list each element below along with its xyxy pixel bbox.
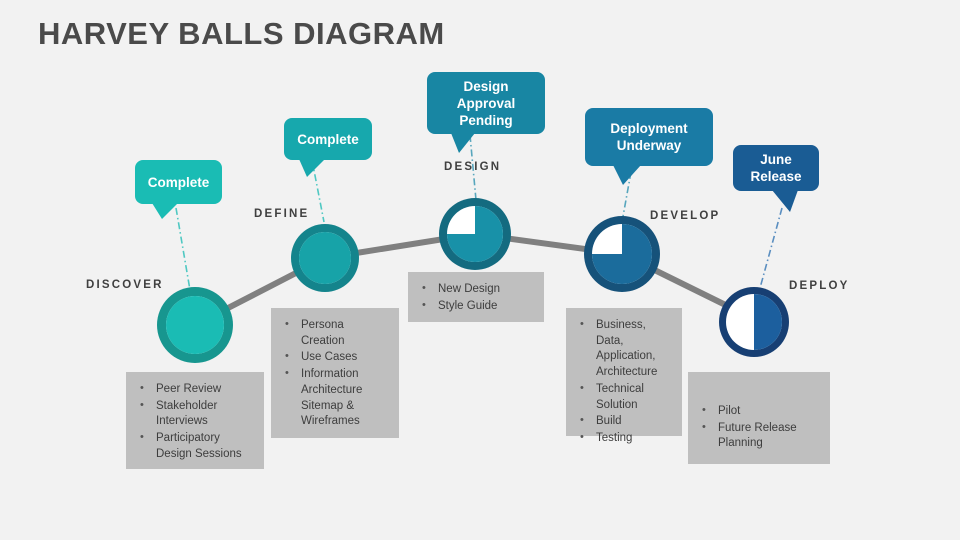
ball-fill-design: [447, 206, 503, 262]
stage-label-develop: DEVELOP: [650, 210, 721, 222]
page-title: HARVEY BALLS DIAGRAM: [38, 16, 445, 51]
callout-discover-label: Complete: [147, 174, 210, 190]
list-item: Use Cases: [279, 349, 389, 366]
stage-label-discover: DISCOVER: [86, 279, 164, 291]
list-item: Business, Data, Application, Architectur…: [574, 317, 672, 381]
callout-deploy-label: June Release: [750, 152, 802, 184]
ball-fill-develop: [592, 224, 652, 284]
list-item: Participatory Design Sessions: [134, 430, 254, 462]
leader-line-deploy: [759, 207, 783, 289]
harvey-ball-define[interactable]: [289, 222, 361, 294]
detail-box-deploy: Pilot Future Release Planning: [688, 372, 830, 464]
callout-define-tail: [299, 159, 325, 177]
callout-define[interactable]: Complete: [284, 118, 372, 160]
callout-develop-tail: [613, 165, 641, 185]
detail-list-design: New Design Style Guide: [416, 281, 534, 315]
ball-fill-discover: [166, 296, 224, 354]
callout-deploy[interactable]: June Release: [733, 145, 819, 191]
list-item: New Design: [416, 281, 534, 298]
stage-label-deploy: DEPLOY: [789, 280, 850, 292]
callout-define-label: Complete: [297, 131, 359, 147]
list-item: Pilot: [696, 403, 820, 420]
harvey-ball-discover[interactable]: [155, 285, 235, 365]
list-item: Information Architecture Sitemap & Wiref…: [279, 366, 389, 430]
harvey-ball-deploy[interactable]: [717, 285, 791, 359]
detail-box-develop: Business, Data, Application, Architectur…: [566, 308, 682, 445]
detail-list-discover: Peer Review Stakeholder Interviews Parti…: [134, 381, 254, 463]
list-item: Peer Review: [134, 381, 254, 398]
callout-develop[interactable]: Deployment Underway: [585, 108, 713, 166]
callout-design[interactable]: Design Approval Pending: [427, 72, 545, 134]
ball-fill-define: [299, 232, 351, 284]
stage-label-define: DEFINE: [254, 208, 310, 220]
callout-discover-tail: [152, 203, 178, 219]
harvey-ball-develop[interactable]: [582, 214, 662, 294]
list-item: Testing: [574, 430, 672, 447]
list-item: Future Release Planning: [696, 420, 820, 452]
callout-design-tail: [451, 133, 475, 153]
ball-fill-deploy: [754, 294, 782, 350]
detail-box-define: Persona Creation Use Cases Information A…: [271, 308, 399, 438]
leader-line-discover: [175, 207, 191, 291]
list-item: Style Guide: [416, 298, 534, 315]
stage-label-design: DESIGN: [444, 161, 502, 173]
callout-design-label: Design Approval Pending: [456, 78, 516, 128]
list-item: Stakeholder Interviews: [134, 398, 254, 430]
list-item: Technical Solution: [574, 381, 672, 413]
detail-list-develop: Business, Data, Application, Architectur…: [574, 317, 672, 447]
leader-line-develop: [621, 171, 632, 223]
callout-deploy-tail: [772, 190, 798, 212]
detail-list-deploy: Pilot Future Release Planning: [696, 403, 820, 452]
list-item: Persona Creation: [279, 317, 389, 349]
callout-develop-label: Deployment Underway: [610, 121, 688, 153]
list-item: Build: [574, 413, 672, 430]
detail-box-design: New Design Style Guide: [408, 272, 544, 322]
callout-discover[interactable]: Complete: [135, 160, 222, 204]
detail-box-discover: Peer Review Stakeholder Interviews Parti…: [126, 372, 264, 469]
harvey-ball-design[interactable]: [437, 196, 513, 272]
detail-list-define: Persona Creation Use Cases Information A…: [279, 317, 389, 430]
